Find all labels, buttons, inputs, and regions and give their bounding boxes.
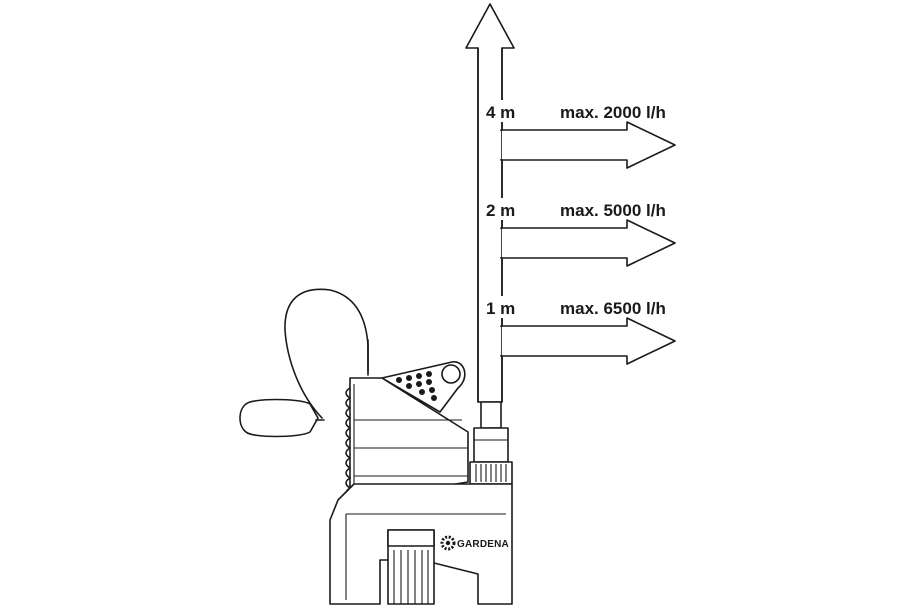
brand-name: GARDENA xyxy=(457,539,509,550)
flow-label-4m: max. 2000 l/h xyxy=(560,103,666,122)
height-label-2m: 2 m xyxy=(486,201,515,220)
flow-label-1m: max. 6500 l/h xyxy=(560,299,666,318)
flow-arrow-4m xyxy=(500,121,676,169)
height-label-4m: 4 m xyxy=(486,103,515,122)
flow-arrow-1m xyxy=(500,317,676,365)
float-switch xyxy=(239,398,325,438)
flow-label-2m: max. 5000 l/h xyxy=(560,201,666,220)
gardena-logo: GARDENA xyxy=(440,535,509,551)
height-label-1m: 1 m xyxy=(486,299,515,318)
pump-body xyxy=(329,361,513,605)
float-cable xyxy=(284,288,369,419)
flow-arrow-2m xyxy=(500,219,676,267)
